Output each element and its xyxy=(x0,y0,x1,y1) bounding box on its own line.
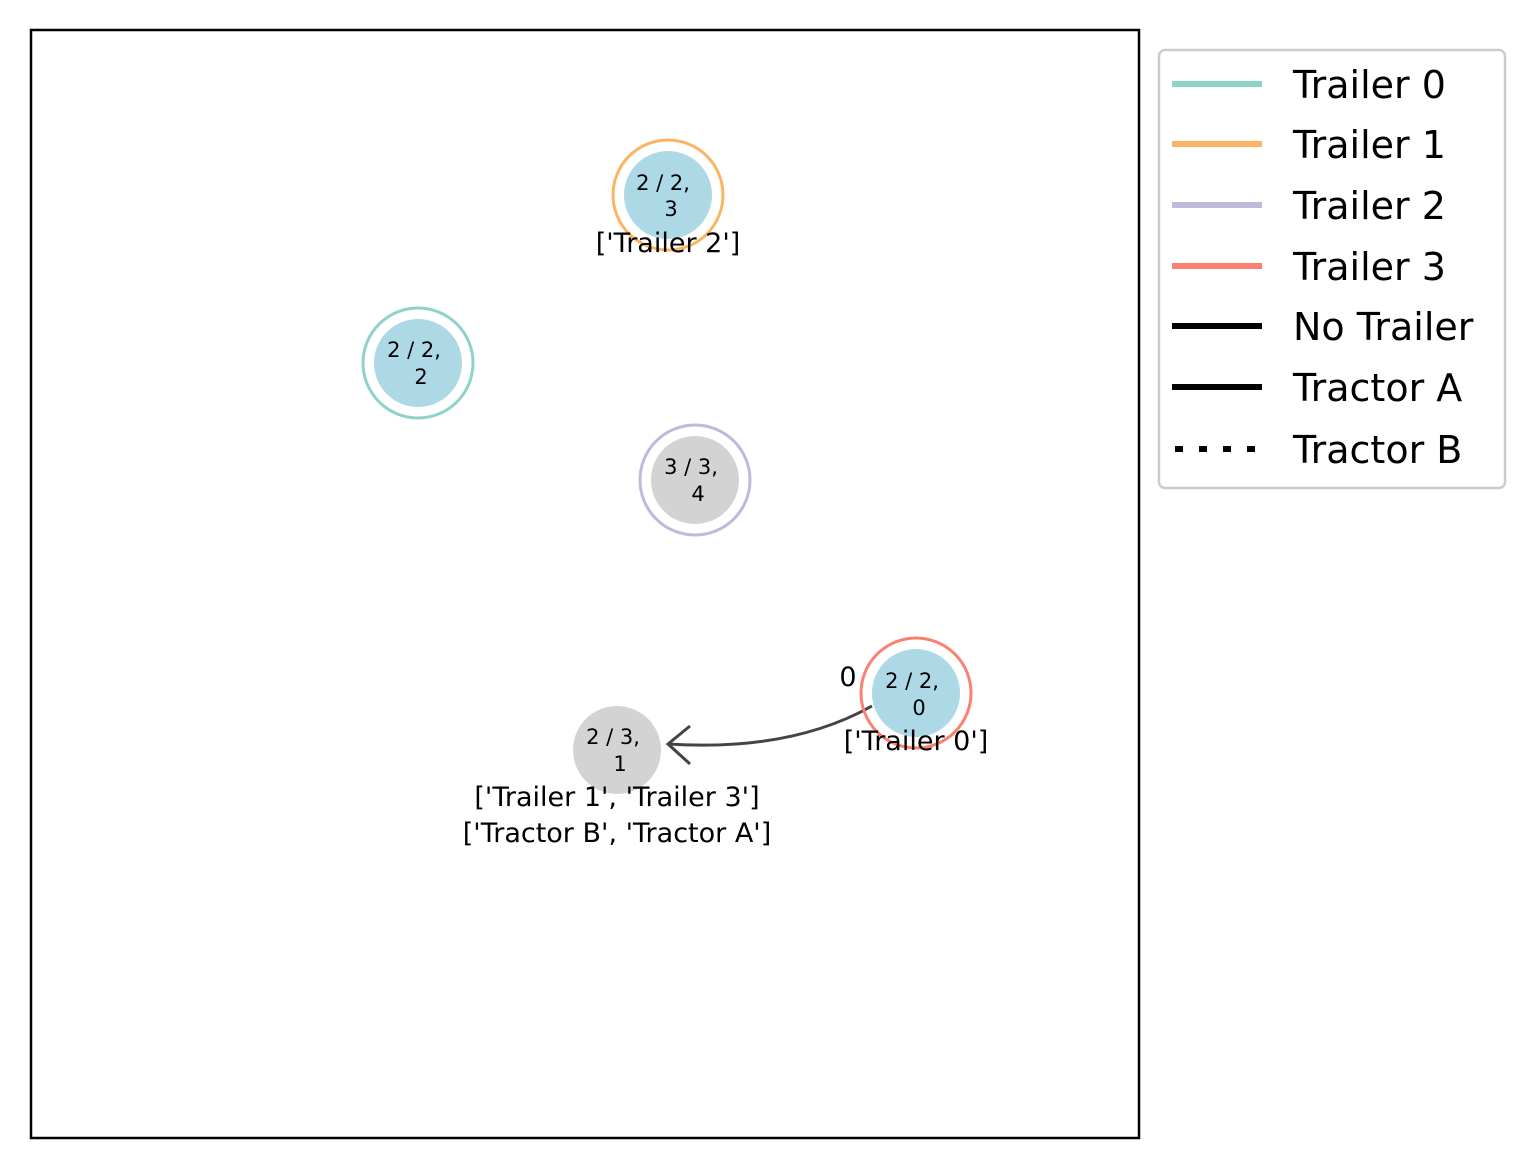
legend-item: Trailer 3 xyxy=(1172,245,1446,289)
edge-label: 0 xyxy=(839,662,856,693)
node-label-line2: 4 xyxy=(691,482,704,506)
legend-label: Tractor A xyxy=(1292,366,1462,410)
graph-node-3: 2 / 2, 3 ['Trailer 2'] xyxy=(596,138,741,259)
edge-0-to-1: 0 xyxy=(665,662,873,766)
legend-item: Trailer 0 xyxy=(1172,63,1446,107)
legend-label: Tractor B xyxy=(1292,428,1462,472)
graph-node-1: 2 / 3, 1 ['Trailer 1', 'Trailer 3'] ['Tr… xyxy=(463,706,772,849)
node-circle xyxy=(872,649,960,737)
legend-item: Trailer 2 xyxy=(1172,184,1446,228)
node-annotation: ['Tractor B', 'Tractor A'] xyxy=(463,818,772,849)
node-label-line1: 2 / 3, xyxy=(586,725,640,749)
node-label-line2: 0 xyxy=(912,696,925,720)
legend-label: Trailer 1 xyxy=(1292,123,1446,167)
legend-item: No Trailer xyxy=(1172,305,1474,349)
edge-curve xyxy=(667,704,873,747)
legend-item: Tractor A xyxy=(1172,366,1462,410)
node-label-line1: 2 / 2, xyxy=(636,171,690,195)
trailer-ring xyxy=(638,423,752,537)
plot-frame xyxy=(29,28,1141,1140)
legend: Trailer 0 Trailer 1 Trailer 2 Trailer 3 … xyxy=(1157,48,1507,490)
legend-item: Tractor B xyxy=(1175,428,1462,472)
edge-arrowhead xyxy=(665,724,692,766)
legend-label: Trailer 2 xyxy=(1292,184,1446,228)
trailer-ring xyxy=(611,138,725,252)
legend-label: No Trailer xyxy=(1293,305,1474,349)
legend-label: Trailer 3 xyxy=(1292,245,1446,289)
trailer-ring xyxy=(859,636,973,750)
node-label-line2: 1 xyxy=(613,752,626,776)
node-annotation: ['Trailer 0'] xyxy=(844,726,989,757)
node-label-line2: 2 xyxy=(414,365,427,389)
legend-box xyxy=(1157,48,1507,490)
graph-node-0: 2 / 2, 0 ['Trailer 0'] xyxy=(844,636,989,757)
node-circle xyxy=(651,436,739,524)
node-annotation: ['Trailer 1', 'Trailer 3'] xyxy=(474,782,759,813)
node-circle xyxy=(573,706,661,794)
graph-node-4: 3 / 3, 4 xyxy=(638,423,752,537)
legend-item: Trailer 1 xyxy=(1172,123,1446,167)
node-label-line1: 2 / 2, xyxy=(387,338,441,362)
node-label-line1: 2 / 2, xyxy=(885,669,939,693)
node-annotation: ['Trailer 2'] xyxy=(596,228,741,259)
node-label-line1: 3 / 3, xyxy=(664,455,718,479)
trailer-ring xyxy=(361,306,475,420)
node-label-line2: 3 xyxy=(664,197,677,221)
node-circle xyxy=(624,151,712,239)
graph-node-2: 2 / 2, 2 xyxy=(361,306,475,420)
legend-label: Trailer 0 xyxy=(1292,63,1446,107)
node-circle xyxy=(374,319,462,407)
